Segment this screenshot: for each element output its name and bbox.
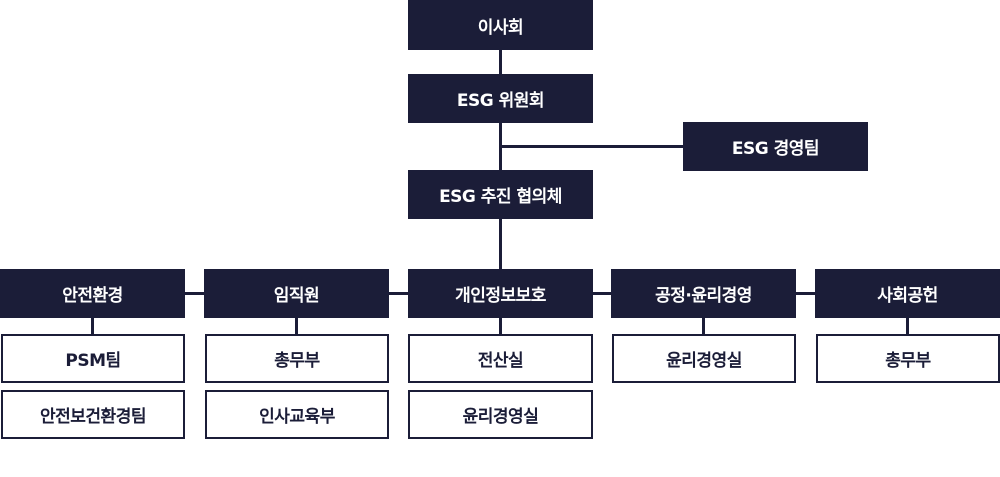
unit-ethics-office: 윤리경영실 — [408, 390, 593, 439]
connector-council-divisions — [499, 219, 502, 269]
connector-div2-units — [499, 318, 502, 334]
unit-safety-health-env-team: 안전보건환경팀 — [1, 390, 185, 439]
esg-management-team-box: ESG 경영팀 — [683, 122, 868, 171]
esg-council-box: ESG 추진 협의체 — [408, 170, 593, 219]
division-privacy: 개인정보보호 — [408, 269, 593, 318]
division-fair-ethics: 공정·윤리경영 — [611, 269, 796, 318]
connector-div3-units — [702, 318, 705, 334]
division-safety-environment: 안전환경 — [0, 269, 185, 318]
connector-committee-council — [499, 123, 502, 170]
division-social-contribution: 사회공헌 — [815, 269, 1000, 318]
unit-general-affairs: 총무부 — [205, 334, 389, 383]
connector-board-committee — [499, 50, 502, 74]
board-box: 이사회 — [408, 0, 593, 50]
esg-committee-box: ESG 위원회 — [408, 74, 593, 123]
unit-it-office: 전산실 — [408, 334, 593, 383]
connector-div0-units — [91, 318, 94, 334]
division-employees: 임직원 — [204, 269, 389, 318]
unit-hr-education: 인사교육부 — [205, 390, 389, 439]
connector-div1-units — [295, 318, 298, 334]
unit-ethics-office-2: 윤리경영실 — [612, 334, 796, 383]
connector-div4-units — [906, 318, 909, 334]
connector-team-branch — [501, 145, 684, 148]
unit-general-affairs-2: 총무부 — [816, 334, 1000, 383]
unit-psm-team: PSM팀 — [1, 334, 185, 383]
